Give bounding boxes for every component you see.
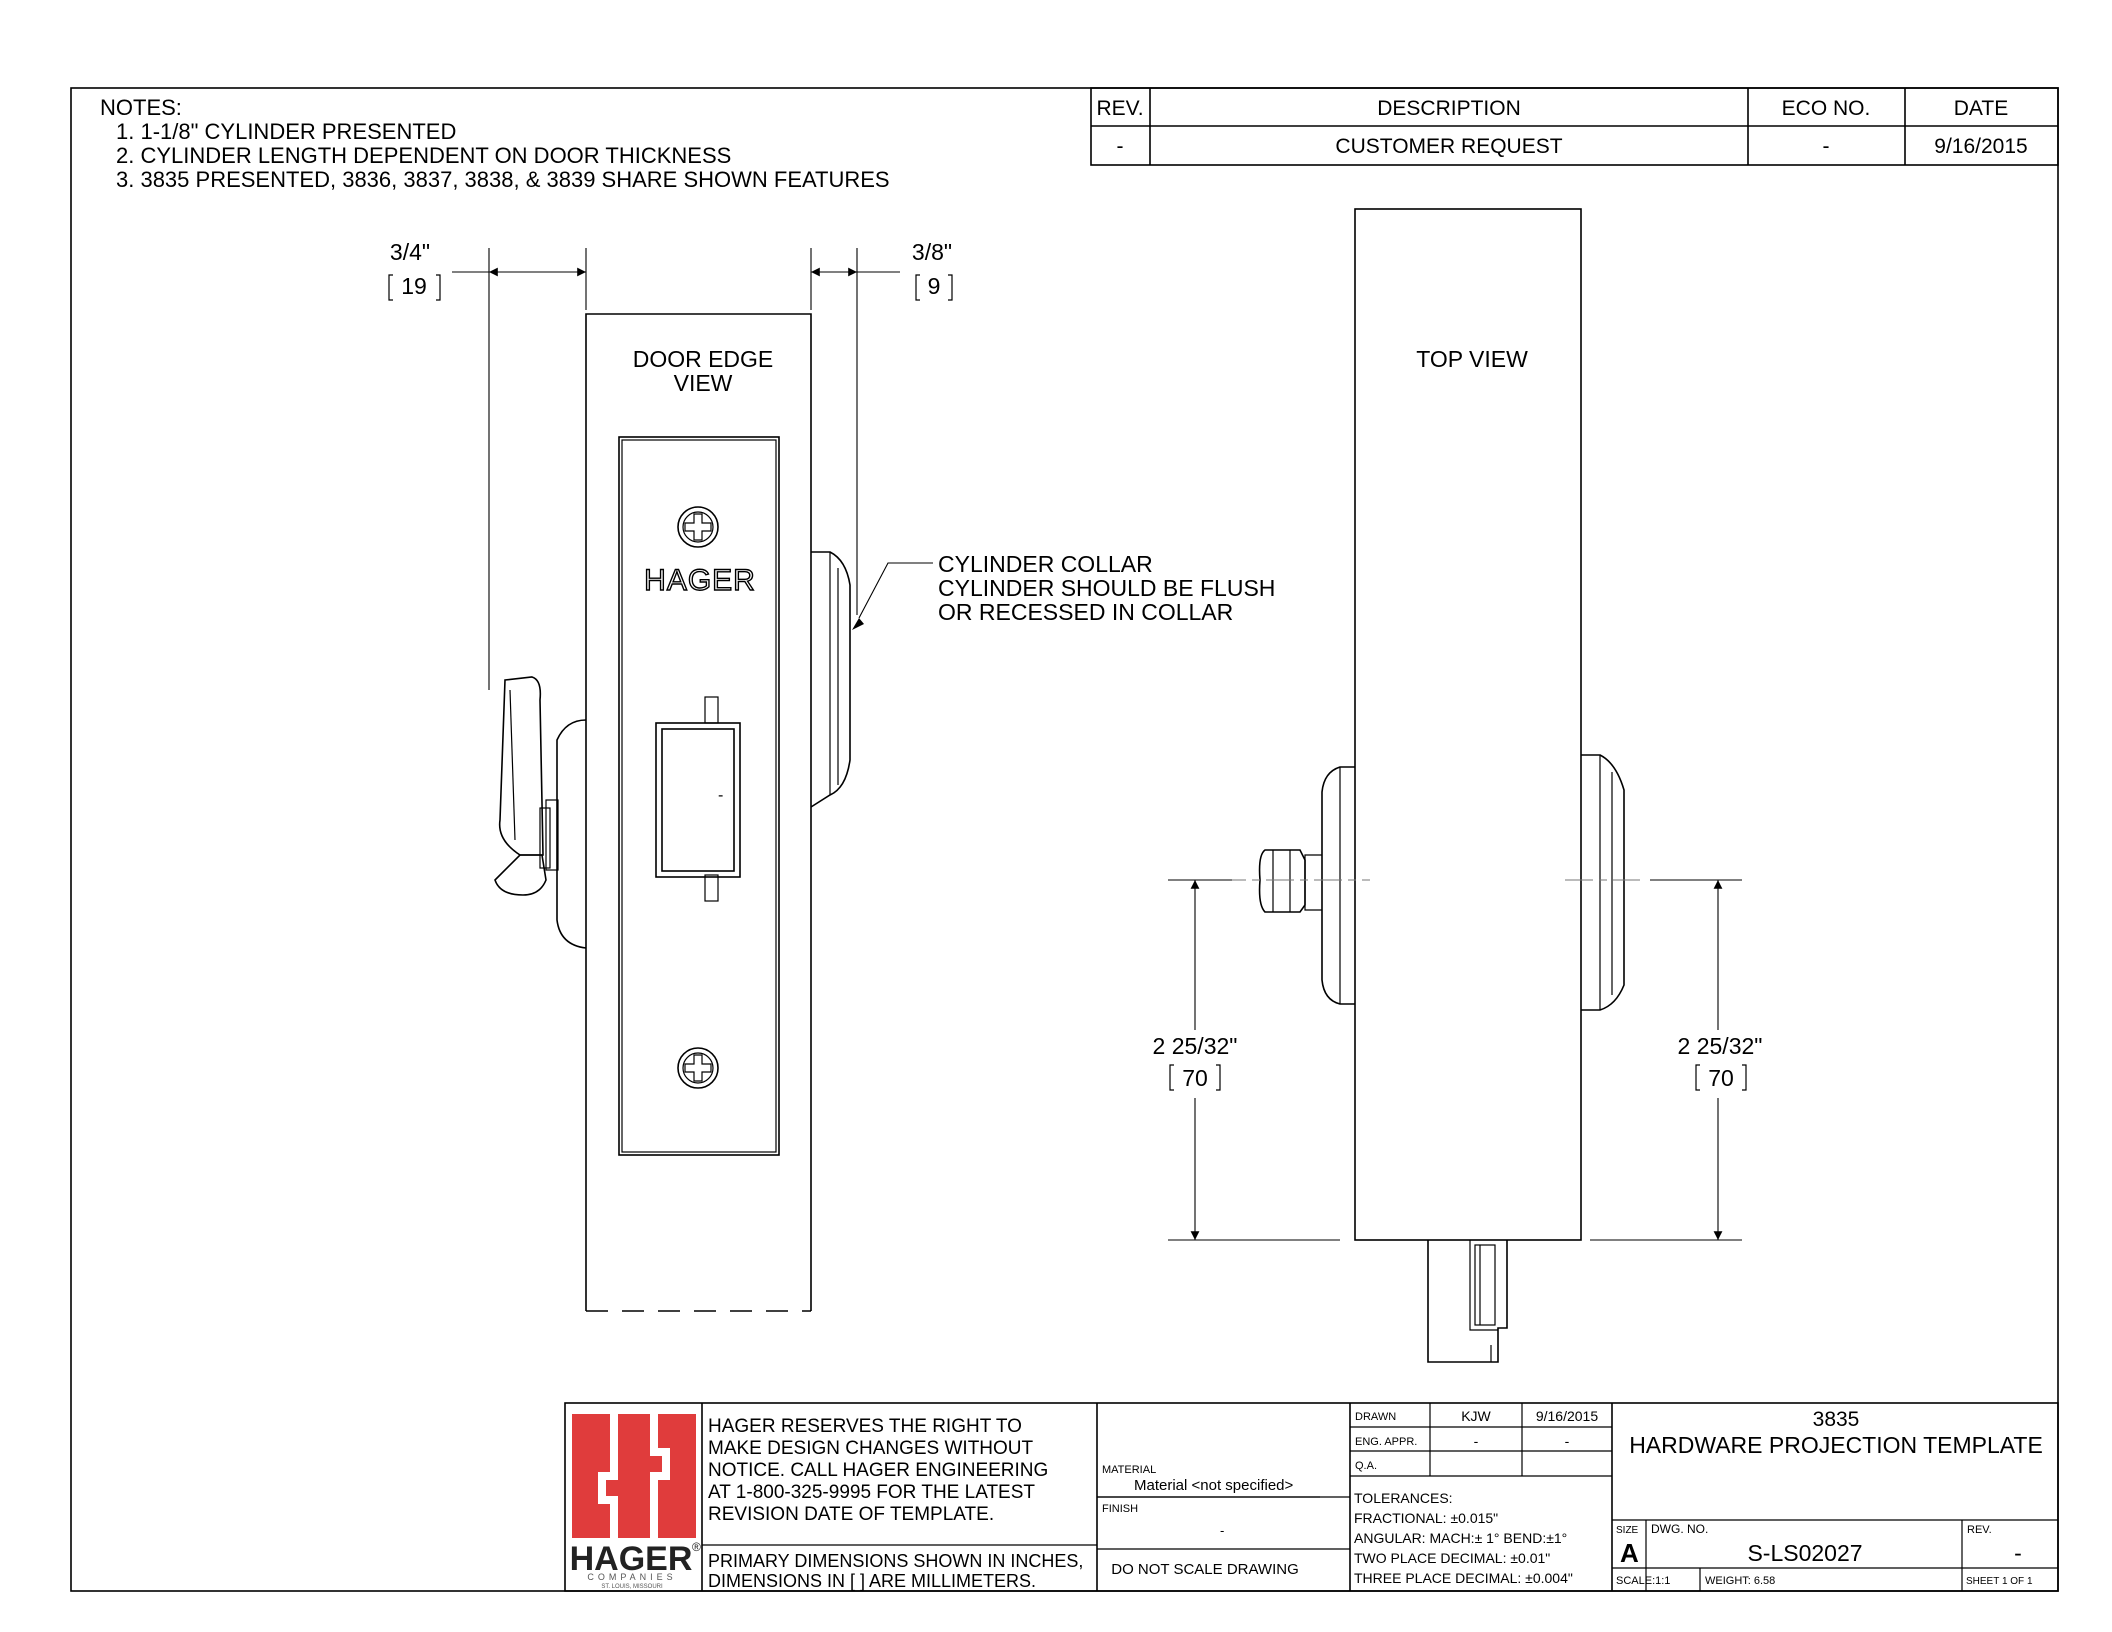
top-view-label: TOP VIEW [1416,346,1528,372]
rev-header: REV. [1096,97,1143,120]
screw-top-icon [677,506,719,548]
callout-line-1: CYLINDER COLLAR [938,551,1153,577]
tolerances: TOLERANCES: FRACTIONAL: ±0.015" ANGULAR:… [1354,1490,1573,1586]
door-edge-view: DOOR EDGE VIEW HAGER - [388,239,1275,1312]
disclaimer-line-5: REVISION DATE OF TEMPLATE. [708,1504,994,1525]
drawing-title: HARDWARE PROJECTION TEMPLATE [1629,1432,2043,1458]
dwg-no-value: S-LS02027 [1747,1540,1862,1566]
eng-appr-by: - [1474,1433,1479,1449]
latch-bolt [1427,1240,1508,1363]
tolerances-line-4: TWO PLACE DECIMAL: ±0.01" [1354,1550,1550,1566]
dimension-three-eighth: 3/8" 9 [810,239,953,615]
rev-value: - [1117,135,1124,158]
top-view: TOP VIEW [1153,208,1763,1363]
thumb-turn [494,676,587,949]
eco-header: ECO NO. [1782,97,1871,120]
logo-sub2: ST. LOUIS, MISSOURI [601,1584,663,1590]
drawn-by: KJW [1461,1408,1491,1424]
faceplate-brand: HAGER [644,564,756,597]
disclaimer: HAGER RESERVES THE RIGHT TO MAKE DESIGN … [708,1416,1083,1591]
eco-value: - [1823,135,1830,158]
logo-registered: ® [692,1540,701,1554]
rev-value-tb: - [2014,1540,2022,1566]
dimension-top-left: 2 25/32" 70 [1153,879,1340,1241]
notes-heading: NOTES: [100,95,182,120]
material-label: MATERIAL [1102,1464,1156,1476]
revision-table: REV. DESCRIPTION ECO NO. DATE - CUSTOMER… [1090,87,2059,166]
cylinder-collar [810,551,851,808]
drawn-date: 9/16/2015 [1536,1408,1598,1424]
tolerances-line-2: FRACTIONAL: ±0.015" [1354,1510,1498,1526]
door-edge-outline [585,313,812,1311]
logo-sub1: COMPANIES [587,1572,676,1582]
tolerances-line-5: THREE PLACE DECIMAL: ±0.004" [1354,1570,1573,1586]
disclaimer-line-3: NOTICE. CALL HAGER ENGINEERING [708,1460,1048,1481]
top-dim-right-inch: 2 25/32" [1678,1033,1763,1059]
part-number: 3835 [1813,1408,1860,1431]
eng-appr-label: ENG. APPR. [1355,1436,1417,1448]
slot-mark: - [718,787,723,804]
scale-text: SCALE:1:1 [1616,1575,1670,1587]
rev-label: REV. [1967,1524,1992,1536]
size-label: SIZE [1616,1525,1639,1536]
do-not-scale: DO NOT SCALE DRAWING [1111,1561,1299,1578]
date-value: 9/16/2015 [1934,135,2027,158]
dim-right-inch: 3/8" [912,239,952,265]
dimension-top-right: 2 25/32" 70 [1590,879,1763,1241]
description-header: DESCRIPTION [1377,97,1521,120]
approvals-grid: DRAWN KJW 9/16/2015 ENG. APPR. - - Q.A. [1350,1403,1612,1477]
top-dim-left-mm: 70 [1182,1065,1208,1091]
dim-right-mm: 9 [928,273,941,299]
size-value: A [1620,1538,1639,1568]
faceplate [618,436,780,1156]
top-right-collar [1581,754,1625,1011]
door-top-outline [1354,208,1582,1241]
drawn-label: DRAWN [1355,1411,1396,1423]
dim-left-mm: 19 [401,273,427,299]
logo-text: HAGER [570,1540,693,1578]
tolerances-line-3: ANGULAR: MACH:± 1° BEND:±1° [1354,1530,1567,1546]
finish-value: - [1220,1523,1224,1538]
qa-label: Q.A. [1355,1460,1377,1472]
collar-callout: CYLINDER COLLAR CYLINDER SHOULD BE FLUSH… [852,551,1275,630]
dwg-no-label: DWG. NO. [1651,1522,1708,1536]
top-dim-left-inch: 2 25/32" [1153,1033,1238,1059]
disclaimer-line-4: AT 1-800-325-9995 FOR THE LATEST [708,1482,1035,1503]
sheet-text: SHEET 1 OF 1 [1966,1576,2033,1587]
screw-bottom-icon [677,1047,719,1089]
dim-left-inch: 3/4" [390,239,430,265]
dimensions-note-1: PRIMARY DIMENSIONS SHOWN IN INCHES, [708,1551,1083,1571]
eng-appr-date: - [1565,1433,1570,1449]
top-dim-right-mm: 70 [1708,1065,1734,1091]
note-3: 3. 3835 PRESENTED, 3836, 3837, 3838, & 3… [116,167,890,192]
material-finish: MATERIAL Material <not specified> FINISH… [1097,1464,1320,1578]
title-section: 3835 HARDWARE PROJECTION TEMPLATE SIZE A… [1612,1408,2058,1591]
top-left-hardware [1258,766,1355,1005]
hager-logo: HAGER ® COMPANIES ST. LOUIS, MISSOURI [570,1414,701,1590]
material-value: Material <not specified> [1134,1477,1293,1494]
description-value: CUSTOMER REQUEST [1335,135,1562,158]
disclaimer-line-2: MAKE DESIGN CHANGES WITHOUT [708,1438,1034,1459]
callout-line-3: OR RECESSED IN COLLAR [938,599,1233,625]
weight-text: WEIGHT: 6.58 [1705,1575,1775,1587]
finish-label: FINISH [1102,1503,1138,1515]
tolerances-line-1: TOLERANCES: [1354,1490,1453,1506]
title-block: HAGER ® COMPANIES ST. LOUIS, MISSOURI HA… [564,1402,2059,1592]
door-edge-label-line2: VIEW [674,370,733,396]
dimensions-note-2: DIMENSIONS IN [ ] ARE MILLIMETERS. [708,1571,1036,1591]
disclaimer-line-1: HAGER RESERVES THE RIGHT TO [708,1416,1022,1437]
notes-block: NOTES: 1. 1-1/8" CYLINDER PRESENTED 2. C… [100,95,890,192]
latch-slot: - [655,696,741,902]
callout-line-2: CYLINDER SHOULD BE FLUSH [938,575,1275,601]
note-1: 1. 1-1/8" CYLINDER PRESENTED [116,119,456,144]
date-header: DATE [1954,97,2008,120]
note-2: 2. CYLINDER LENGTH DEPENDENT ON DOOR THI… [116,143,731,168]
dimension-three-quarter: 3/4" 19 [388,239,587,690]
sheet-border [70,87,2059,1592]
door-edge-label-line1: DOOR EDGE [633,346,774,372]
